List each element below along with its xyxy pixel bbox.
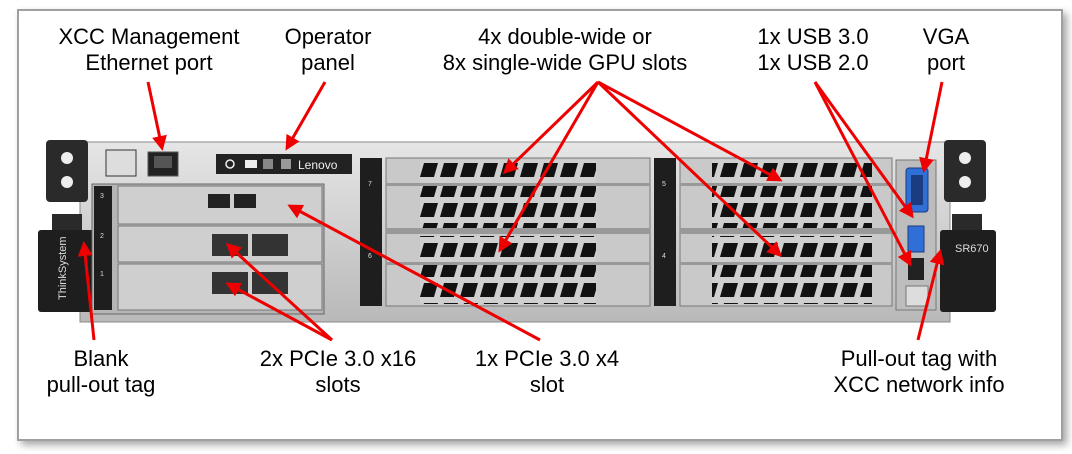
label-usb: 1x USB 3.0 1x USB 2.0 xyxy=(757,24,869,75)
arrow-pull-out-tag xyxy=(916,249,945,341)
usb-3-port xyxy=(907,225,925,253)
pcie-riser: 3 2 1 xyxy=(91,183,325,315)
arrow-gpu-1 xyxy=(502,80,600,175)
gpu-bay-right: 5 4 xyxy=(654,157,893,307)
side-brand-text: ThinkSystem xyxy=(57,236,69,300)
gpu-bay-left: 7 6 xyxy=(360,157,651,307)
label-pcie-x16: 2x PCIe 3.0 x16 slots xyxy=(259,346,417,397)
arrow-usb-3 xyxy=(813,81,914,219)
label-blank-tag: Blank pull-out tag xyxy=(46,346,156,397)
arrow-blank-tag xyxy=(77,241,96,341)
callout-arrows xyxy=(77,80,945,342)
right-rack-bracket: SR670 xyxy=(940,140,996,312)
label-pcie-x4: 1x PCIe 3.0 x4 slot xyxy=(474,346,620,397)
arrow-operator-panel xyxy=(285,81,327,151)
arrow-usb-2 xyxy=(813,81,912,267)
arrow-gpu-2 xyxy=(498,81,600,253)
gpu-slot-number-4: 4 xyxy=(662,253,666,260)
right-io-panel xyxy=(895,159,937,311)
arrow-pcie-x16-lower xyxy=(225,282,333,342)
label-pullout-tag: Pull-out tag with XCC network info xyxy=(833,346,1005,397)
arrow-xcc-port xyxy=(146,81,167,151)
arrow-gpu-4 xyxy=(596,80,783,258)
pcie-slot-number-1: 1 xyxy=(100,271,104,278)
gpu-slot-number-7: 7 xyxy=(368,181,372,188)
label-vga: VGA port xyxy=(922,24,970,75)
operator-panel: Lenovo xyxy=(216,154,352,174)
usb-2-port xyxy=(908,258,924,280)
label-operator-panel: Operator panel xyxy=(284,24,372,75)
xcc-network-icon xyxy=(105,149,137,177)
gpu-slot-number-5: 5 xyxy=(662,181,666,188)
gpu-slot-number-6: 6 xyxy=(368,253,372,260)
label-xcc-port: XCC Management Ethernet port xyxy=(58,24,240,75)
label-gpu-slots: 4x double-wide or 8x single-wide GPU slo… xyxy=(442,24,688,75)
pcie-slot-number-3: 3 xyxy=(100,193,104,200)
lenovo-logo: Lenovo xyxy=(298,158,338,172)
model-text: SR670 xyxy=(955,243,989,255)
arrow-vga xyxy=(919,81,944,173)
pull-out-tag xyxy=(905,285,929,307)
pcie-slot-number-2: 2 xyxy=(100,233,104,240)
arrow-gpu-3 xyxy=(597,80,783,182)
arrow-pcie-x16-upper xyxy=(225,242,334,342)
arrow-pcie-x4 xyxy=(287,204,541,342)
